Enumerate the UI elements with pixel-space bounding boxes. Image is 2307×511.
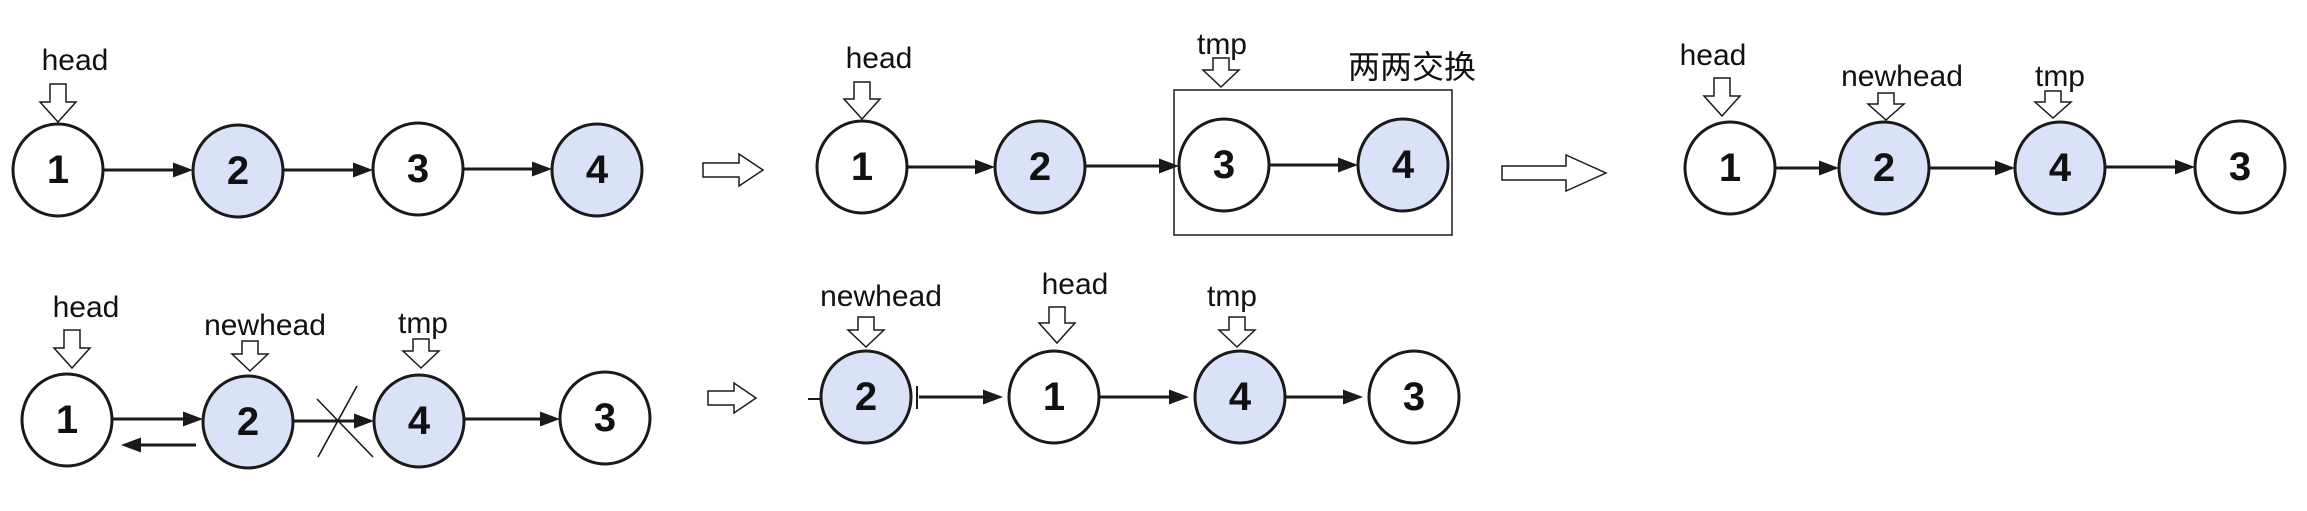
- pointer-label: newhead: [204, 309, 326, 342]
- node-circle: [1193, 349, 1287, 445]
- node-value: 2: [227, 149, 249, 193]
- pointer-label: head: [1042, 268, 1109, 301]
- prev-link-arrow-arrowhead: [121, 437, 141, 453]
- next-link-arrow-arrowhead: [983, 389, 1003, 405]
- pointer-down-arrow-icon: [846, 316, 886, 349]
- node-circle: [2193, 119, 2287, 215]
- pointer-label: tmp: [1197, 28, 1247, 61]
- pointer-down-arrow-icon: [52, 329, 92, 370]
- node-value: 3: [407, 147, 429, 191]
- pointer-down-arrow-icon: [1201, 57, 1241, 89]
- node-circle: [819, 349, 913, 445]
- node-circle: [372, 373, 466, 469]
- next-link-arrow-arrowhead: [183, 411, 203, 427]
- node-circle: [1177, 117, 1271, 213]
- next-link-arrow-arrowhead: [1169, 389, 1189, 405]
- pointer-label: head: [53, 291, 120, 324]
- pair-box-caption: 两两交换: [1348, 49, 1476, 85]
- node-value: 1: [47, 148, 69, 192]
- crossed-out-link-icon: [316, 398, 374, 458]
- next-link-arrow-arrowhead: [1819, 160, 1839, 176]
- transition-arrow-icon: [702, 152, 765, 188]
- node-circle: [1007, 349, 1101, 445]
- next-link-arrow-arrowhead: [975, 159, 995, 175]
- node-circle: [550, 122, 644, 218]
- next-link-arrow-arrowhead: [540, 411, 560, 427]
- next-link-arrow-arrowhead: [1159, 158, 1179, 174]
- next-link-arrow-arrowhead: [353, 162, 373, 178]
- node-circle: [1367, 349, 1461, 445]
- node-circle: [558, 370, 652, 466]
- node-value: 1: [1719, 146, 1741, 190]
- node-value: 2: [855, 375, 877, 419]
- node-value: 3: [2229, 145, 2251, 189]
- pointer-label: tmp: [398, 307, 448, 340]
- pointer-down-arrow-icon: [1702, 77, 1742, 118]
- pointer-label: tmp: [2035, 60, 2085, 93]
- node-value: 1: [851, 145, 873, 189]
- transition-arrow-icon: [707, 381, 758, 415]
- pointer-down-arrow-icon: [38, 83, 78, 124]
- node-value: 4: [1229, 375, 1252, 419]
- node-value: 4: [1392, 143, 1415, 187]
- node-circle: [815, 119, 909, 215]
- next-link-arrow-arrowhead: [354, 413, 374, 429]
- pointer-label: newhead: [1841, 60, 1963, 93]
- node-circle: [371, 121, 465, 217]
- pointer-label: newhead: [820, 280, 942, 313]
- node-circle: [11, 122, 105, 218]
- node-value: 3: [594, 396, 616, 440]
- node-circle: [1356, 117, 1450, 213]
- pointer-down-arrow-icon: [1217, 316, 1257, 349]
- pointer-label: head: [42, 44, 109, 77]
- node-value: 4: [586, 148, 609, 192]
- node-value: 4: [2049, 146, 2072, 190]
- node-value: 3: [1213, 143, 1235, 187]
- pointer-label: head: [1680, 39, 1747, 72]
- node-value: 2: [1873, 146, 1895, 190]
- node-value: 1: [56, 398, 78, 442]
- pointer-down-arrow-icon: [1866, 92, 1906, 122]
- next-link-arrow-arrowhead: [173, 162, 193, 178]
- transition-arrow-icon: [1501, 153, 1608, 193]
- node-circle: [1683, 120, 1777, 216]
- node-value: 3: [1403, 375, 1425, 419]
- pointer-label: tmp: [1207, 280, 1257, 313]
- node-value: 2: [1029, 145, 1051, 189]
- next-link-arrow-arrowhead: [1343, 389, 1363, 405]
- pair-highlight-box: [1173, 89, 1453, 236]
- node-value: 2: [237, 400, 259, 444]
- pointer-down-arrow-icon: [230, 340, 270, 373]
- pointer-label: head: [846, 42, 913, 75]
- next-link-arrow-arrowhead: [2175, 159, 2195, 175]
- node-circle: [1837, 120, 1931, 216]
- node-value: 4: [408, 399, 431, 443]
- node-circle: [191, 123, 285, 219]
- next-link-arrow-arrowhead: [1338, 157, 1358, 173]
- node-circle: [201, 374, 295, 470]
- pointer-down-arrow-icon: [842, 81, 882, 121]
- node-circle: [2013, 120, 2107, 216]
- pointer-down-arrow-icon: [2033, 90, 2073, 120]
- node-circle: [20, 372, 114, 468]
- pointer-down-arrow-icon: [401, 338, 441, 370]
- crossed-out-link-icon: [317, 385, 358, 458]
- next-link-arrow-arrowhead: [1995, 160, 2015, 176]
- pointer-down-arrow-icon: [1037, 306, 1077, 345]
- next-link-arrow-arrowhead: [532, 161, 552, 177]
- node-circle: [993, 119, 1087, 215]
- node-value: 1: [1043, 375, 1065, 419]
